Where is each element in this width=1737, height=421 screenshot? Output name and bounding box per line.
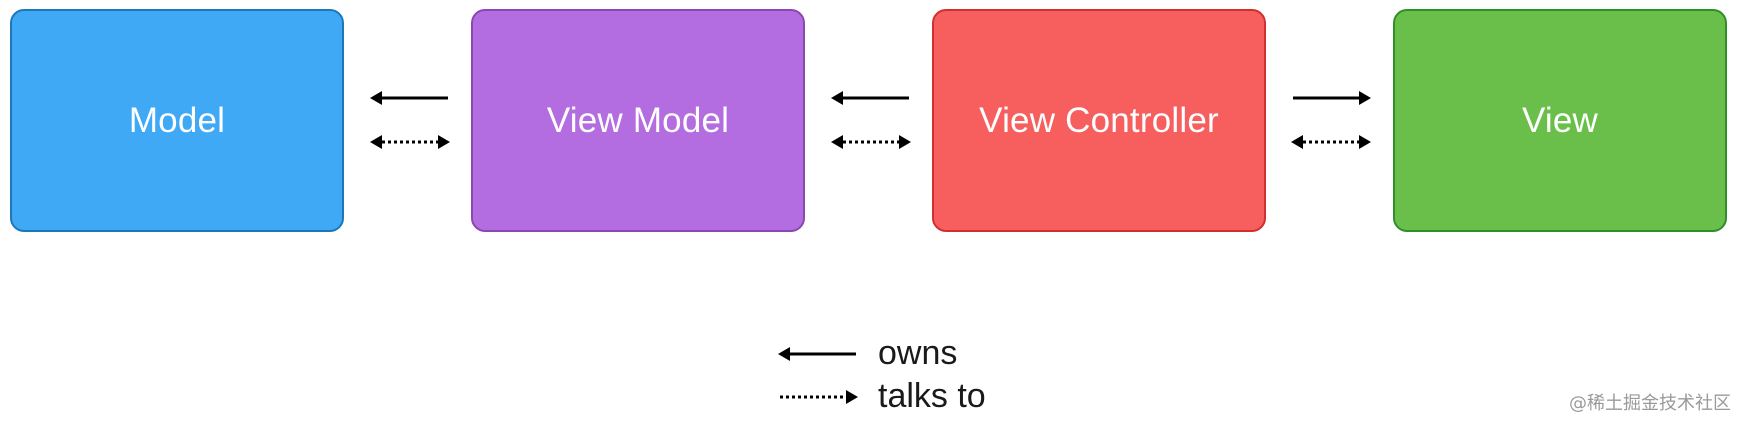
model-box: Model: [10, 9, 344, 232]
model-label: Model: [128, 100, 226, 140]
view-label: View: [1521, 100, 1599, 140]
owns-arrow-viewmodel-to-model: [370, 91, 448, 105]
view-box: View: [1393, 9, 1727, 232]
owns-arrow-viewcontroller-to-viewmodel: [831, 91, 909, 105]
view-model-label: View Model: [546, 100, 730, 140]
watermark: @稀土掘金技术社区: [1569, 393, 1731, 414]
talks-to-arrow-model-viewmodel: [370, 135, 450, 149]
owns-arrow-viewcontroller-to-view: [1293, 91, 1371, 105]
view-controller-label: View Controller: [979, 100, 1219, 140]
view-model-box: View Model: [471, 9, 805, 232]
talks-to-arrow-viewcontroller-view: [1291, 135, 1371, 149]
legend-owns-label: owns: [878, 334, 958, 372]
talks-to-arrow-viewmodel-viewcontroller: [831, 135, 911, 149]
legend-owns-arrow: [778, 347, 856, 361]
legend-talks-to-label: talks to: [878, 377, 986, 415]
legend-talks-to-arrow: [780, 390, 858, 404]
view-controller-box: View Controller: [932, 9, 1266, 232]
